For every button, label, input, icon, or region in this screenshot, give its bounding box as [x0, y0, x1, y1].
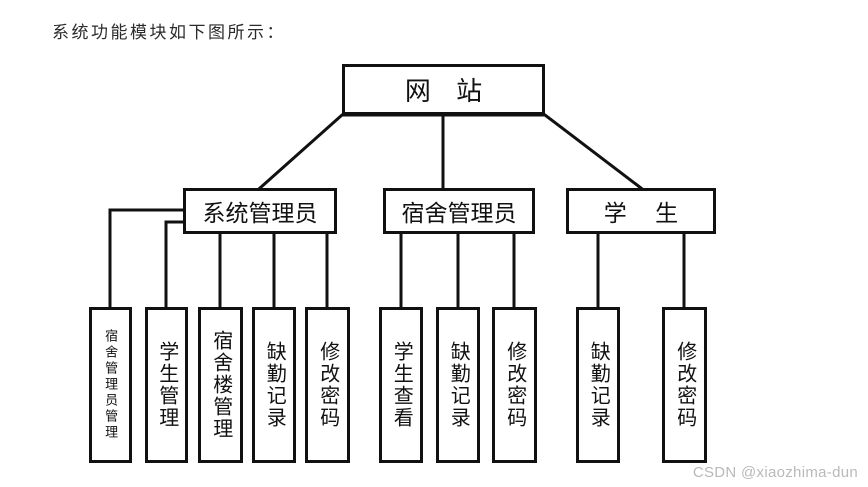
node-system-admin: 系统管理员	[183, 188, 337, 234]
connector-line	[441, 113, 644, 191]
node-dorm-building: 宿舍楼管理	[198, 307, 243, 463]
watermark-label: CSDN @xiaozhima-dun	[692, 464, 858, 481]
node-change-password-a: 修改密码	[305, 307, 350, 463]
connector-line	[164, 220, 185, 309]
node-root-website: 网 站	[342, 64, 545, 115]
node-absence-record-a: 缺勤记录	[252, 307, 296, 463]
node-dorm-admin: 宿舍管理员	[383, 188, 535, 234]
node-absence-record-b: 缺勤记录	[436, 307, 480, 463]
node-change-password-c: 修改密码	[662, 307, 707, 463]
node-student-view: 学生查看	[379, 307, 423, 463]
node-absence-record-c: 缺勤记录	[576, 307, 620, 463]
node-change-password-b: 修改密码	[492, 307, 537, 463]
node-student: 学 生	[566, 188, 716, 234]
node-student-manage: 学生管理	[145, 307, 188, 463]
connector-line	[108, 208, 185, 309]
page-caption: 系统功能模块如下图所示：	[52, 23, 286, 42]
node-dorm-admin-manage: 宿舍管理员管理	[89, 307, 132, 463]
connector-line	[257, 113, 445, 191]
